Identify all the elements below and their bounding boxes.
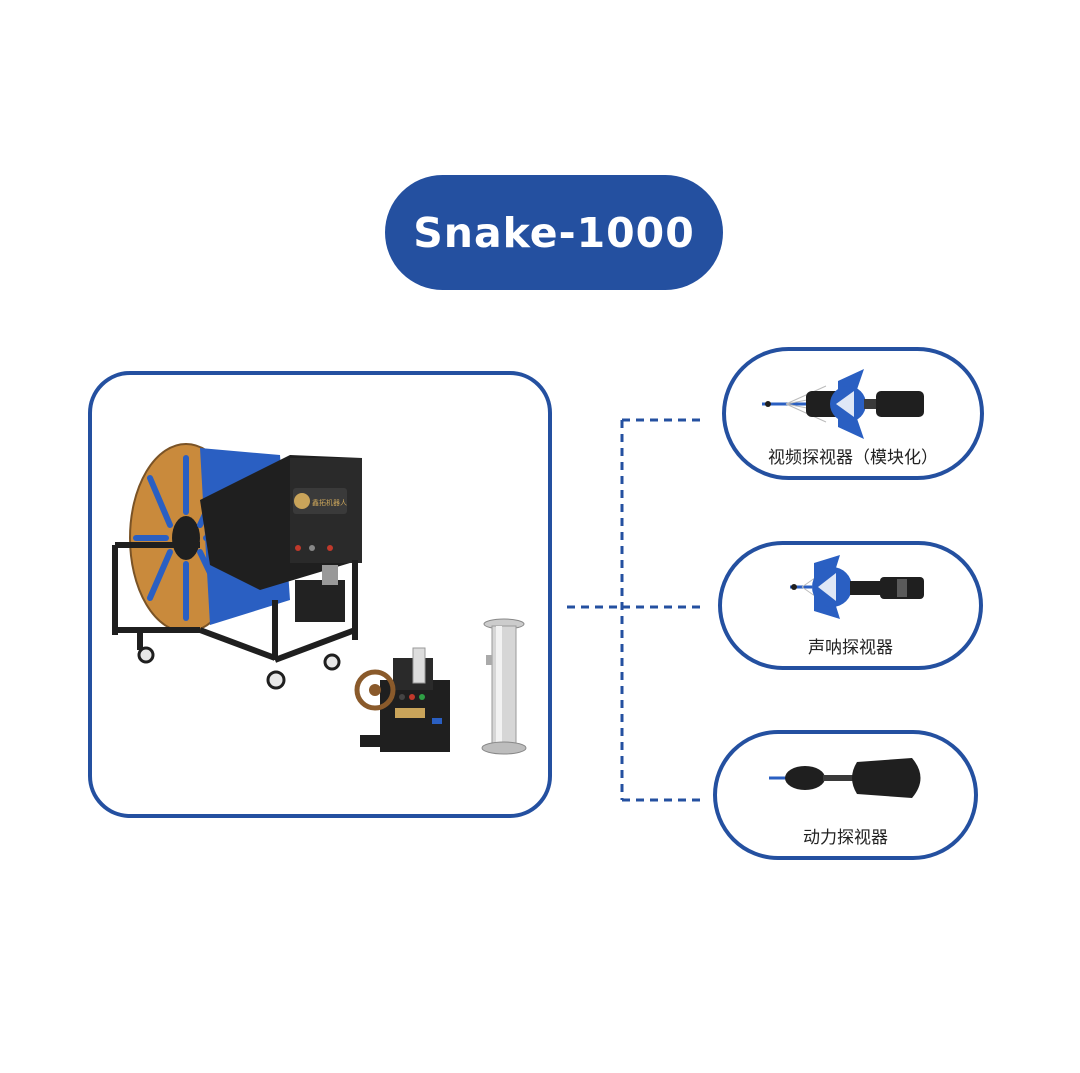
probe-label-sonar: 声呐探视器 bbox=[808, 638, 893, 658]
probe-label-power: 动力探视器 bbox=[803, 828, 888, 848]
probe-card-sonar: 声呐探视器 bbox=[718, 541, 983, 670]
reel-logo-text: 鑫拓机器人 bbox=[312, 498, 347, 507]
power-probe-icon bbox=[769, 758, 921, 798]
video-probe-icon bbox=[762, 369, 924, 439]
probe-card-power: 动力探视器 bbox=[713, 730, 978, 860]
probe-card-video: 视频探视器（模块化） bbox=[722, 347, 984, 480]
product-title: Snake-1000 bbox=[385, 175, 723, 290]
cable-reel-cart: 鑫拓机器人 bbox=[112, 443, 362, 690]
steel-launch-tube bbox=[481, 618, 527, 755]
probe-label-video: 视频探视器（模块化） bbox=[768, 448, 938, 468]
sonar-probe-icon bbox=[790, 555, 924, 619]
feeder-control-unit bbox=[354, 647, 450, 752]
